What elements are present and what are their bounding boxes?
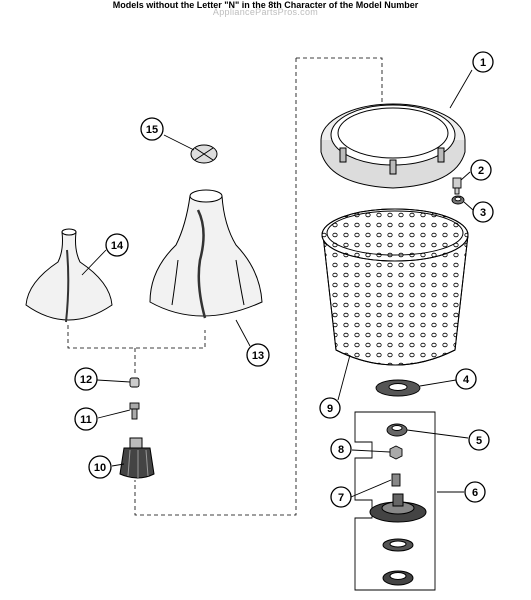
agitator bbox=[149, 189, 263, 319]
tub-ring bbox=[320, 103, 466, 189]
callout-1: 1 bbox=[472, 51, 494, 73]
callout-label: 13 bbox=[252, 350, 264, 362]
callout-label: 10 bbox=[94, 462, 106, 474]
callout-5: 5 bbox=[468, 429, 490, 451]
wash-basket bbox=[321, 208, 469, 366]
drive-coupling bbox=[119, 437, 155, 479]
callout-label: 9 bbox=[327, 403, 333, 415]
callout-11: 11 bbox=[74, 407, 98, 431]
bearing-housing bbox=[369, 493, 427, 586]
leader-lines bbox=[81, 69, 474, 498]
drive-hub bbox=[375, 379, 421, 397]
spline-insert bbox=[391, 473, 401, 487]
callout-10: 10 bbox=[88, 455, 112, 479]
callout-label: 15 bbox=[146, 124, 158, 136]
callout-13: 13 bbox=[246, 343, 270, 367]
callout-label: 1 bbox=[480, 57, 486, 69]
callout-6: 6 bbox=[464, 481, 486, 503]
callout-label: 2 bbox=[478, 165, 484, 177]
callout-label: 11 bbox=[80, 414, 92, 426]
callout-9: 9 bbox=[319, 397, 341, 419]
hex-nut bbox=[389, 445, 403, 460]
agitator-cap bbox=[190, 144, 218, 164]
bolt bbox=[452, 177, 462, 195]
callout-12: 12 bbox=[74, 367, 98, 391]
agitator-base bbox=[25, 228, 113, 323]
callout-8: 8 bbox=[330, 438, 352, 460]
callout-15: 15 bbox=[140, 117, 164, 141]
watermark-text: AppliancePartsPros.com bbox=[212, 7, 319, 17]
callout-label: 6 bbox=[472, 487, 478, 499]
callout-label: 8 bbox=[338, 444, 344, 456]
part-group-box bbox=[354, 411, 436, 591]
small-cap-part bbox=[129, 377, 140, 388]
callout-label: 3 bbox=[480, 207, 486, 219]
callout-label: 12 bbox=[80, 374, 92, 386]
page-title: Models without the Letter "N" in the 8th… bbox=[112, 0, 419, 10]
callout-label: 14 bbox=[111, 240, 124, 252]
callout-14: 14 bbox=[105, 233, 129, 257]
assembly-dashed-lines bbox=[67, 57, 383, 516]
callout-4: 4 bbox=[455, 368, 477, 390]
callout-label: 4 bbox=[463, 374, 470, 386]
seal bbox=[386, 423, 408, 437]
callout-label: 7 bbox=[338, 492, 344, 504]
stud-bolt bbox=[129, 402, 140, 420]
callout-2: 2 bbox=[470, 159, 492, 181]
callout-3: 3 bbox=[472, 201, 494, 223]
washer bbox=[451, 195, 465, 205]
callout-7: 7 bbox=[330, 486, 352, 508]
callout-label: 5 bbox=[476, 435, 482, 447]
